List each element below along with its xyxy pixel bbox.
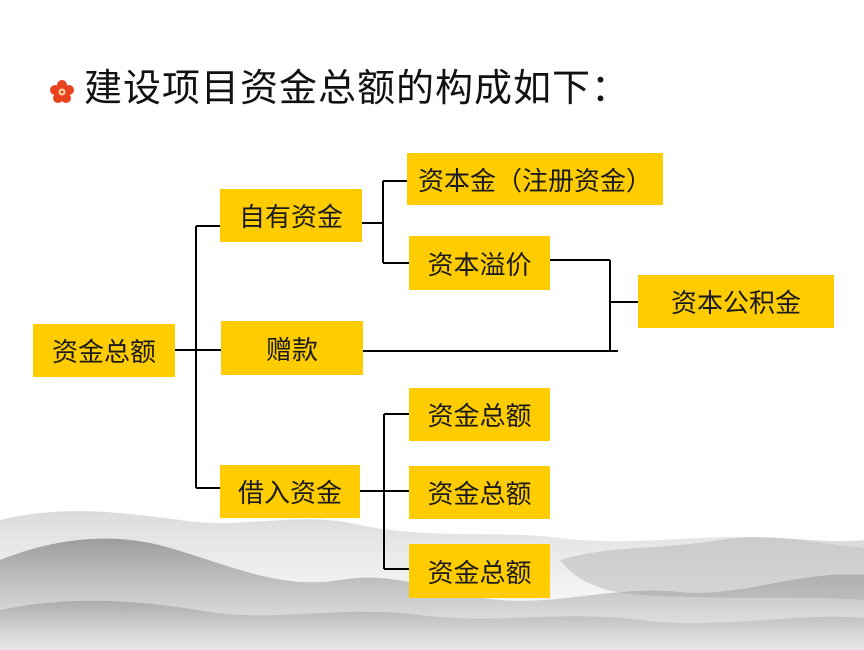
- node-own-funds: 自有资金: [220, 189, 362, 242]
- node-capital-reserve: 资本公积金: [638, 275, 834, 328]
- node-borrowed-funds: 借入资金: [220, 465, 360, 518]
- node-registered-capital: 资本金（注册资金）: [407, 153, 663, 205]
- page-title: 建设项目资金总额的构成如下：: [84, 66, 631, 110]
- node-borrowed-child-2: 资金总额: [409, 466, 550, 519]
- node-borrowed-child-1: 资金总额: [409, 388, 550, 441]
- node-donation: 赠款: [221, 321, 363, 375]
- node-total-funds: 资金总额: [33, 324, 175, 377]
- node-capital-premium: 资本溢价: [409, 236, 550, 290]
- node-borrowed-child-3: 资金总额: [409, 544, 550, 598]
- flower-bullet-icon: [50, 80, 74, 103]
